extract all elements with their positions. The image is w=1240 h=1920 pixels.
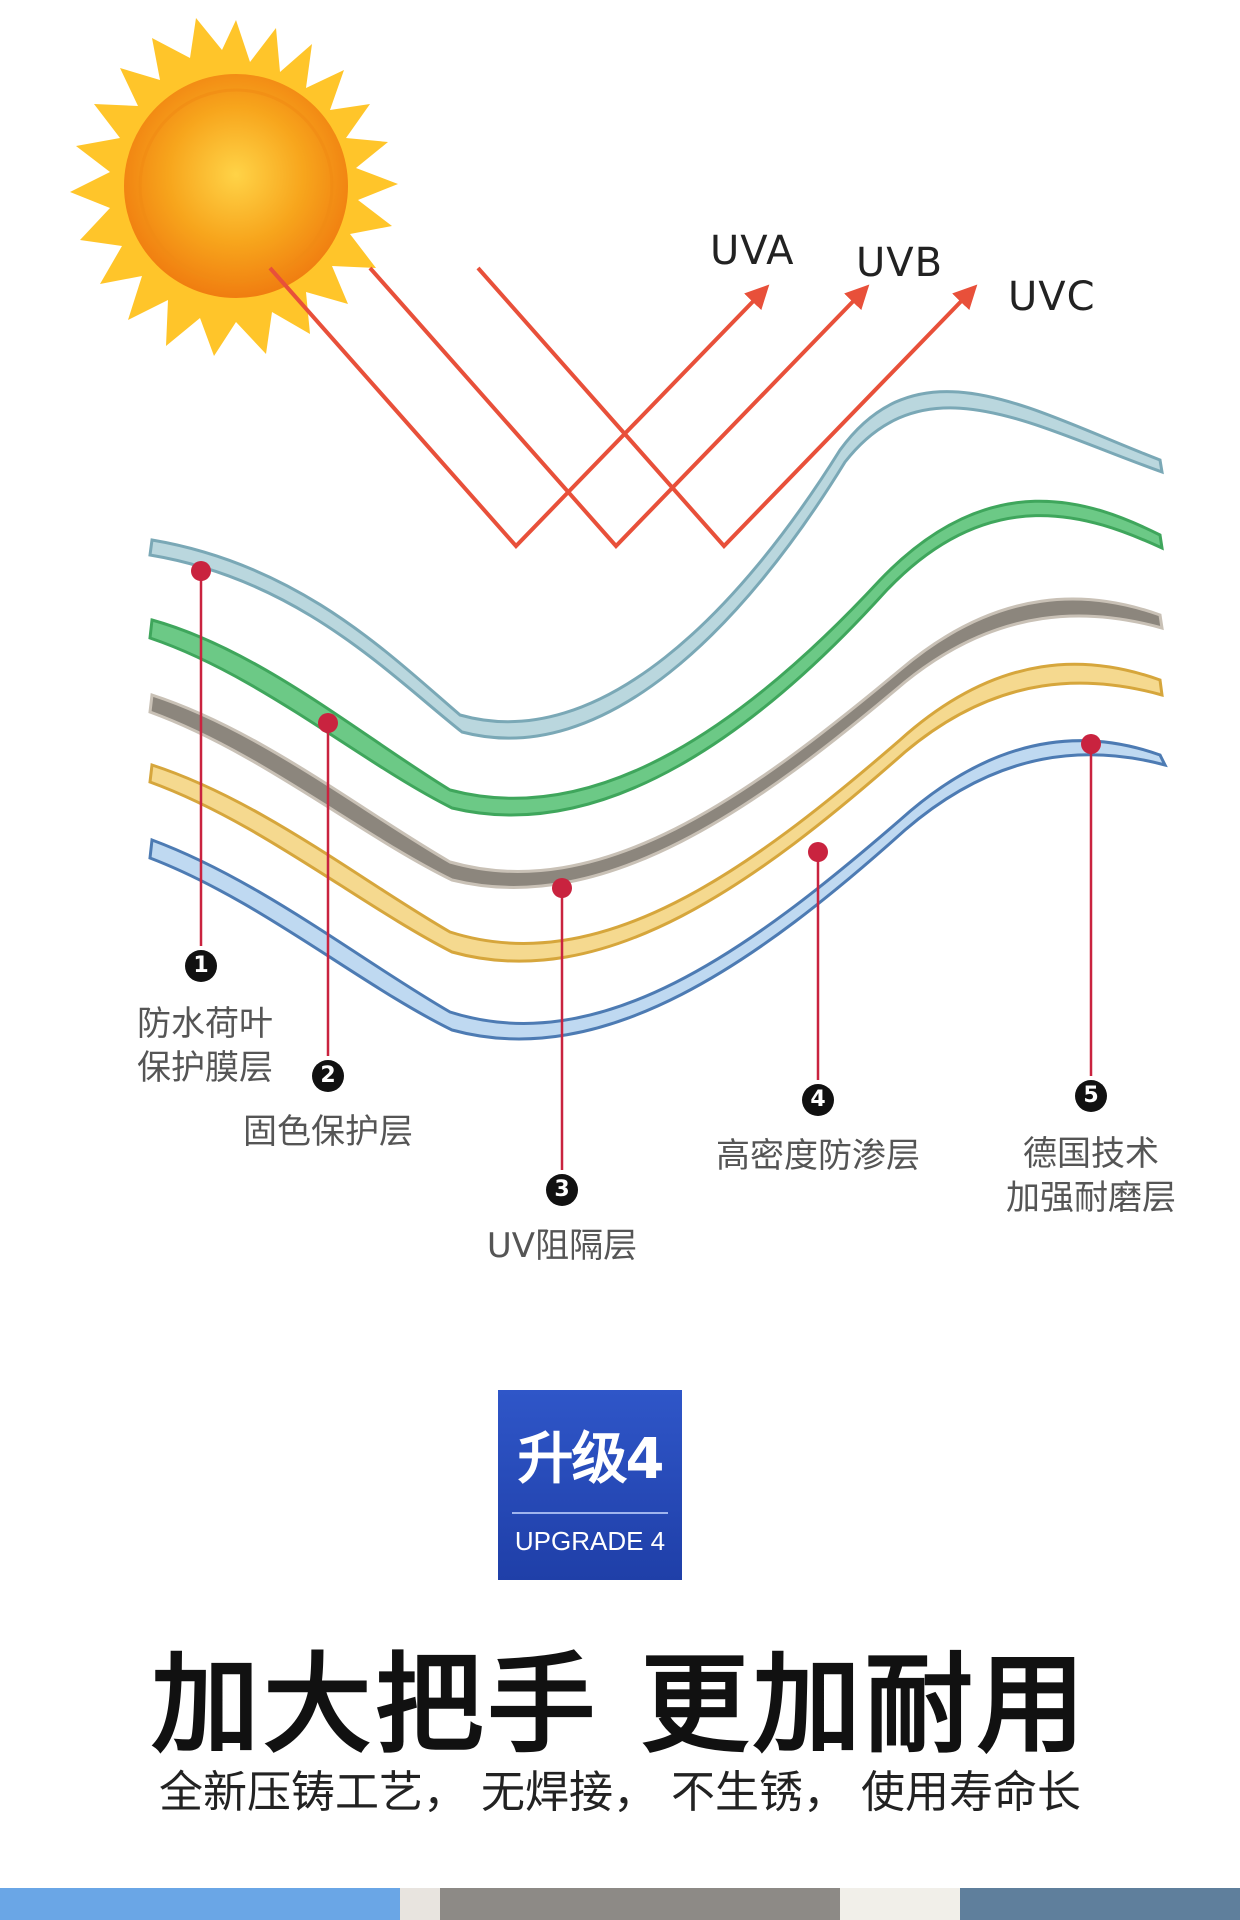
photo-wall	[440, 1888, 840, 1920]
uvb-ray	[368, 266, 870, 549]
subheadline: 全新压铸工艺， 无焊接， 不生锈， 使用寿命长	[159, 1767, 1081, 1818]
layer-1-label: 防水荷叶 保护膜层	[120, 1002, 290, 1090]
upgrade-subtitle: UPGRADE 4	[514, 1526, 666, 1556]
layer-4-label: 高密度防渗层	[716, 1136, 920, 1176]
layer-5-label-line2: 加强耐磨层	[1006, 1178, 1176, 1218]
layer-4-shape	[148, 662, 1164, 963]
layer-5-shape	[148, 739, 1168, 1041]
uvb-label: UVB	[856, 240, 944, 286]
layer-2-number: 2	[312, 1060, 344, 1092]
layer-diagram	[70, 18, 1168, 1170]
uva-ray	[268, 266, 770, 549]
layer-1-shape	[148, 390, 1164, 740]
layer-2-marker	[318, 713, 338, 733]
layer-3-shape	[148, 597, 1164, 889]
product-photo-strip	[0, 1888, 1240, 1920]
layer-4-number: 4	[802, 1084, 834, 1116]
layer-1-label-line1: 防水荷叶	[137, 1004, 273, 1044]
layer-1-label-line2: 保护膜层	[137, 1048, 273, 1088]
photo-light	[840, 1888, 960, 1920]
layer-5-marker	[1081, 734, 1101, 754]
uv-ray-paths	[268, 266, 978, 549]
layer-2-shape	[148, 499, 1164, 817]
layer-4-marker	[808, 842, 828, 862]
uvc-ray	[476, 266, 978, 549]
upgrade-badge: 升级4 UPGRADE 4	[498, 1390, 682, 1580]
layer-2-label: 固色保护层	[243, 1112, 413, 1152]
layer-5-label-line1: 德国技术	[1023, 1134, 1159, 1174]
layer-3-number: 3	[546, 1174, 578, 1206]
layer-3-marker	[552, 878, 572, 898]
layer-5-label: 德国技术 加强耐磨层	[990, 1132, 1192, 1220]
headline: 加大把手 更加耐用	[151, 1643, 1089, 1768]
sun-icon	[70, 18, 398, 356]
photo-trees	[960, 1888, 1240, 1920]
uvc-label: UVC	[1008, 274, 1096, 320]
layer-5-number: 5	[1075, 1080, 1107, 1112]
upgrade-title: 升级4	[517, 1427, 665, 1492]
layer-1-number: 1	[185, 950, 217, 982]
photo-sky	[0, 1888, 400, 1920]
layer-3-label: UV阻隔层	[486, 1226, 638, 1266]
layer-markers	[191, 561, 1101, 1170]
photo-pole	[400, 1888, 440, 1920]
layer-1-marker	[191, 561, 211, 581]
uva-label: UVA	[710, 228, 795, 274]
upgrade-divider	[512, 1512, 668, 1514]
